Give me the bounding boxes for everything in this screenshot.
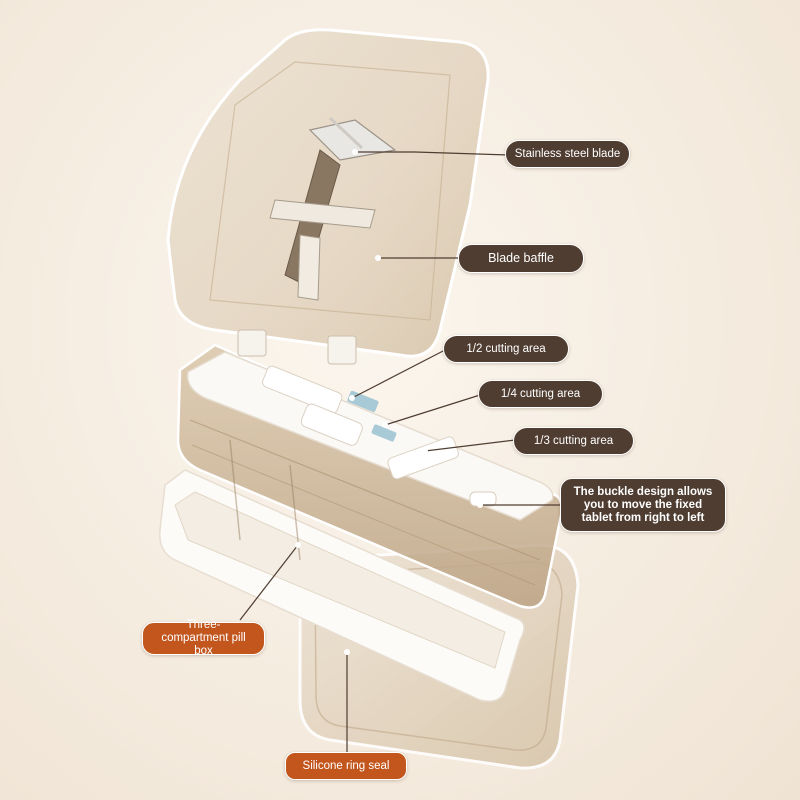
callout-half-cutting-area: 1/2 cutting area	[443, 335, 569, 363]
cutting-platform	[186, 351, 554, 521]
callout-blade-baffle: Blade baffle	[458, 244, 584, 273]
callout-stainless-steel-blade: Stainless steel blade	[505, 140, 630, 168]
callout-quarter-cutting-area: 1/4 cutting area	[478, 380, 603, 408]
transparent-lid	[166, 28, 490, 365]
blade-assembly	[269, 116, 397, 301]
leader-lines	[239, 149, 560, 752]
silicone-ring-tray	[159, 469, 525, 702]
callout-silicone-ring-seal: Silicone ring seal	[285, 752, 407, 780]
callout-third-cutting-area: 1/3 cutting area	[513, 427, 634, 455]
callout-three-compartment-pill-box: Three-compartment pill box	[142, 619, 265, 657]
callout-buckle-design: The buckle design allows you to move the…	[560, 478, 726, 532]
